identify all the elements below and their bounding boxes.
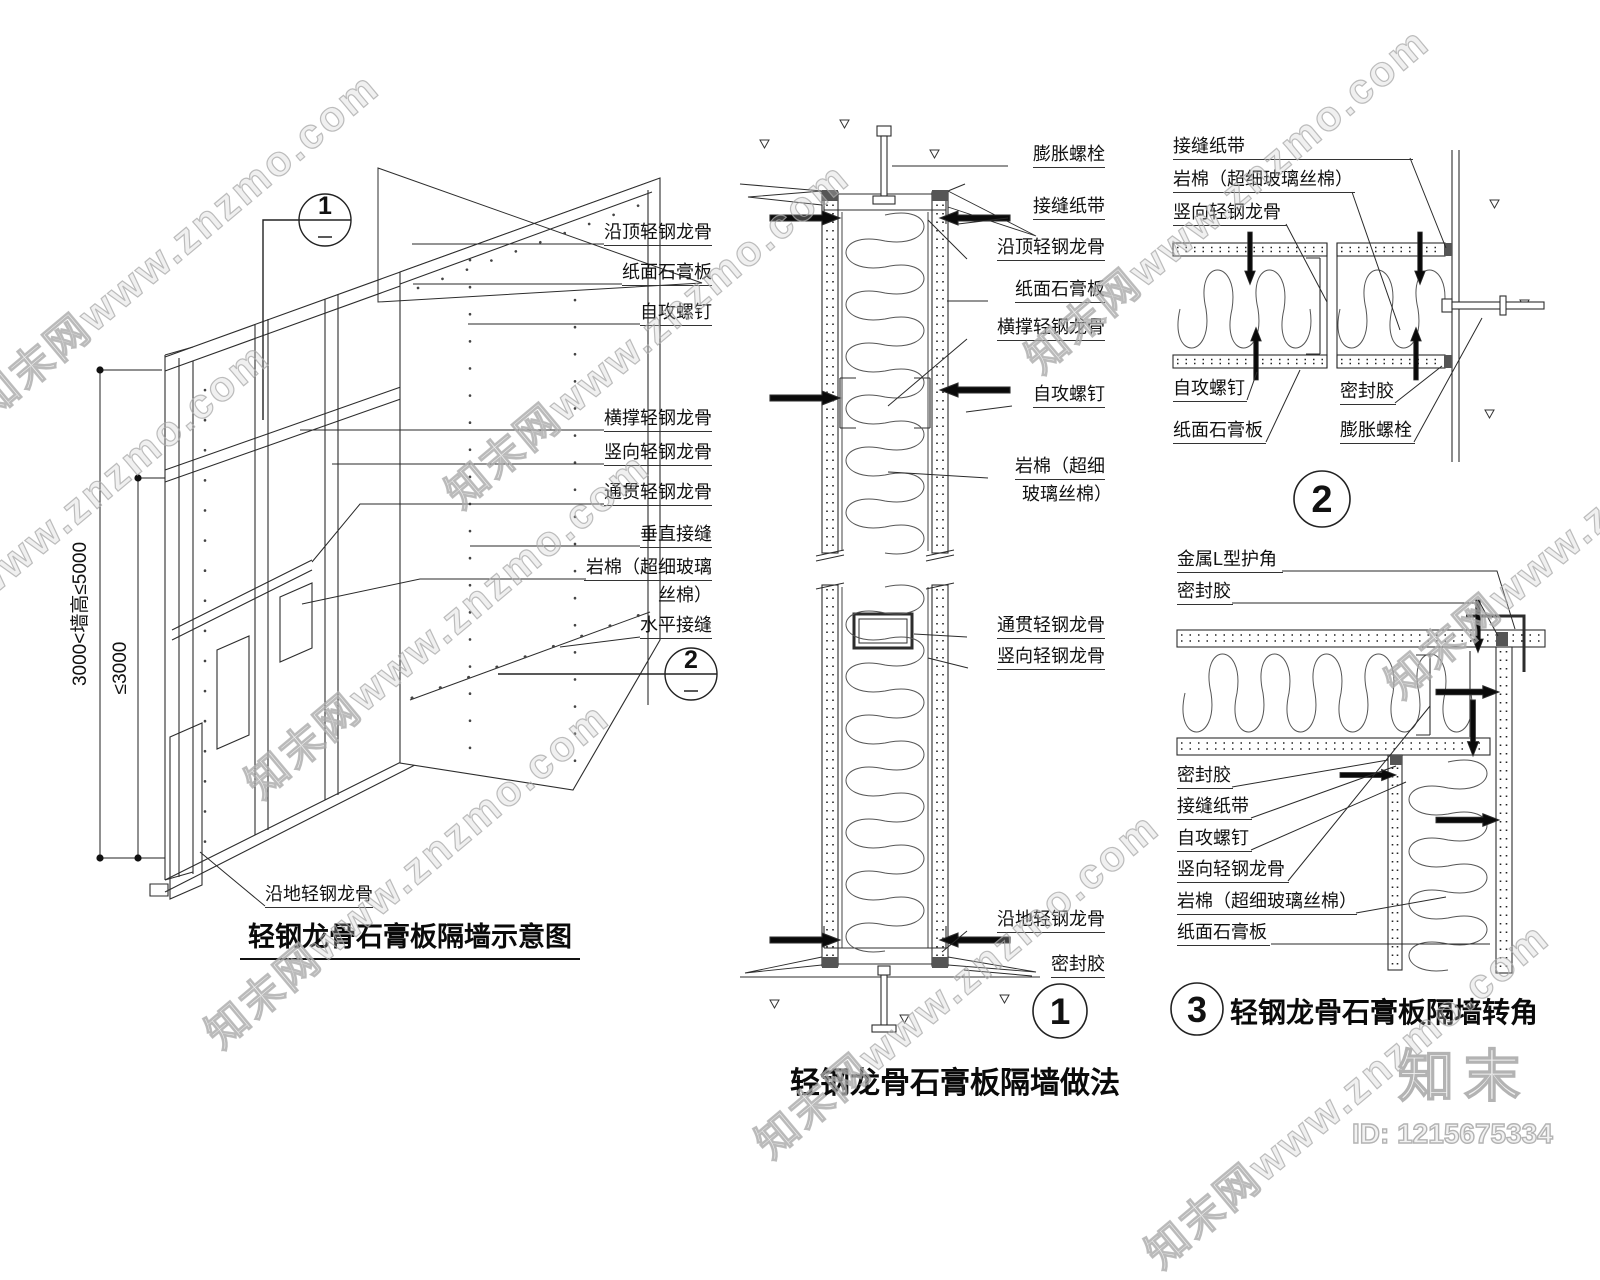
axon-label-horizontal-joint: 水平接缝 [640,615,712,640]
axon-label-top-runner: 沿顶轻钢龙骨 [604,222,712,247]
detail3-label-vertical-stud: 竖向轻钢龙骨 [1177,859,1289,884]
detail3-label-board: 纸面石膏板 [1177,922,1270,947]
detail1-label-top-runner: 沿顶轻钢龙骨 [997,237,1105,262]
axon-dimensions [96,366,165,862]
axon-callouts [262,193,718,701]
axon-label-board: 纸面石膏板 [622,262,712,287]
dim-inner: ≤3000 [110,642,131,695]
detail2-bubble-number: 2 [1311,479,1332,521]
detail1-label-tape: 接缝纸带 [1033,196,1105,221]
detail2-label-sealant: 密封胶 [1340,381,1396,406]
axon-label-floor-runner: 沿地轻钢龙骨 [265,884,373,909]
detail2-label-screw: 自攻螺钉 [1173,378,1247,403]
detail1-label-sealant: 密封胶 [1051,954,1105,979]
axon-label-through-runner: 通贯轻钢龙骨 [604,482,712,507]
detail1-label-insulation-2: 玻璃丝棉） [1022,484,1112,504]
detail2-bubble [1293,470,1351,528]
detail3-label-sealant-top: 密封胶 [1177,581,1233,606]
axon-label-vertical-joint: 垂直接缝 [640,524,712,549]
detail3-section [1176,599,1546,974]
detail2-section [1172,150,1547,462]
detail2-label-anchor-bolt: 膨胀螺栓 [1340,420,1415,445]
detail3-label-insulation: 岩棉（超细玻璃丝棉） [1177,891,1357,916]
detail1-section [739,113,1040,1045]
detail1-label-vertical-stud: 竖向轻钢龙骨 [997,646,1105,671]
dim-outer: 3000<墙高≤5000 [69,542,91,686]
detail1-label-insulation-1: 岩棉（超细 [1015,456,1105,481]
detail1-label-through-runner: 通贯轻钢龙骨 [997,615,1105,640]
detail1-label-cross-brace: 横撑轻钢龙骨 [997,317,1105,342]
detail3-label-sealant: 密封胶 [1177,765,1233,790]
site-logo: 知末 [1397,1044,1530,1108]
detail1-leaders [887,165,1033,977]
detail1-bubble [1032,983,1088,1039]
detail1-bubble-number: 1 [1050,991,1071,1032]
detail1-label-anchor-bolt: 膨胀螺栓 [1033,144,1105,169]
detail2-label-board: 纸面石膏板 [1173,420,1266,445]
axon-view [149,167,703,900]
detail3-bubble [1170,982,1224,1036]
axon-section-bubble-number: 1 [318,192,332,220]
main-title: 轻钢龙骨石膏板隔墙做法 [790,1067,1120,1100]
axon-label-screw: 自攻螺钉 [640,302,712,327]
axon-title: 轻钢龙骨石膏板隔墙示意图 [240,915,580,960]
detail1-label-floor-runner: 沿地轻钢龙骨 [997,909,1105,934]
detail3-label-tape: 接缝纸带 [1177,796,1252,821]
detail1-label-screw: 自攻螺钉 [1033,384,1105,409]
image-id: ID: 1215675334 [1351,1117,1553,1149]
axon-leaders [199,243,641,907]
drawing-canvas: 3000<墙高≤5000 ≤3000 1 2 [69,113,1547,1045]
detail2-label-vertical-stud: 竖向轻钢龙骨 [1173,202,1287,227]
cad-sheet: { "watermark": { "text": "知末网www.znzmo.c… [0,17,1600,1278]
axon-label-insulation-2: 丝棉） [658,585,712,605]
detail3-title: 轻钢龙骨石膏板隔墙转角 [1230,997,1539,1028]
detail1-label-board: 纸面石膏板 [1015,279,1105,304]
detail3-label-corner-bead: 金属L型护角 [1177,549,1283,574]
axon-label-cross-brace: 横撑轻钢龙骨 [604,408,712,433]
detail2-label-insulation: 岩棉（超细玻璃丝棉） [1173,169,1355,194]
detail3-label-screw: 自攻螺钉 [1177,828,1252,853]
axon-label-vertical-stud: 竖向轻钢龙骨 [604,442,712,467]
axon-label-insulation-1: 岩棉（超细玻璃 [584,557,712,582]
detail3-leaders [1231,570,1516,945]
detail3-bubble-number: 3 [1187,989,1207,1030]
detail2-leaders [1246,157,1483,443]
detail2-label-tape: 接缝纸带 [1173,136,1413,161]
axon-detail-bubble-number: 2 [684,646,698,674]
